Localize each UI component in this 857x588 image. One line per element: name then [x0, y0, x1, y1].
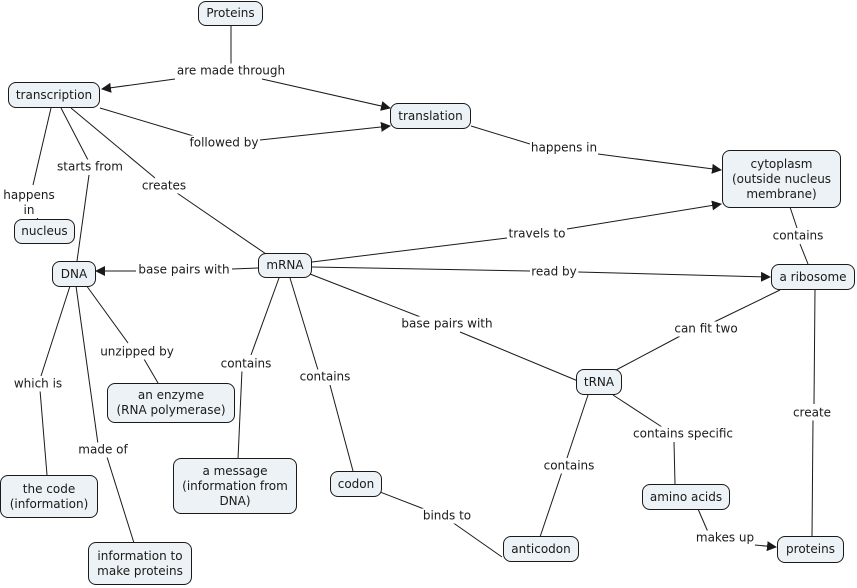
link-label-makes-up[interactable]: makes up	[694, 530, 756, 546]
link-label-contains-message[interactable]: contains	[219, 356, 273, 372]
edge-arrow	[566, 200, 722, 230]
link-label-starts-from[interactable]: starts from	[56, 159, 124, 175]
edge-arrow	[261, 78, 391, 111]
edge-line	[250, 277, 280, 356]
edge-line	[60, 107, 89, 161]
node-ribosome[interactable]: a ribosome	[771, 264, 855, 290]
edge-line	[40, 285, 71, 377]
node-anticodon[interactable]: anticodon	[503, 536, 579, 562]
edge-line	[106, 456, 135, 544]
node-dna[interactable]: DNA	[52, 261, 96, 287]
link-label-contains-specific[interactable]: contains specific	[632, 426, 734, 442]
link-label-can-fit-two[interactable]: can fit two	[673, 321, 739, 337]
node-trna[interactable]: tRNA	[576, 369, 622, 395]
edge-line	[612, 394, 663, 428]
edge-line	[70, 107, 156, 179]
node-mrna[interactable]: mRNA	[258, 253, 312, 278]
edge-line	[379, 491, 425, 510]
edge-line	[76, 174, 90, 262]
link-label-happens-in-nucleus[interactable]: happens in	[2, 188, 56, 218]
link-label-base-pairs-with-dna[interactable]: base pairs with	[137, 262, 231, 278]
node-codon[interactable]: codon	[330, 471, 382, 497]
link-label-unzipped-by[interactable]: unzipped by	[99, 344, 175, 360]
edge-line	[459, 331, 579, 382]
link-label-creates[interactable]: creates	[140, 178, 188, 194]
node-nucleus[interactable]: nucleus	[14, 219, 75, 244]
link-label-contains-ribosome[interactable]: contains	[771, 228, 825, 244]
edge-line	[176, 192, 267, 255]
node-transcription[interactable]: transcription	[8, 82, 100, 108]
edge-line	[811, 419, 814, 538]
edge-line	[813, 289, 816, 405]
link-label-create[interactable]: create	[791, 405, 833, 421]
edge-line	[451, 521, 503, 558]
edge-line	[231, 267, 259, 270]
link-label-happens-in-cytoplasm[interactable]: happens in	[529, 140, 599, 156]
edge-line	[311, 266, 531, 272]
edge-line	[789, 206, 798, 229]
link-label-followed-by[interactable]: followed by	[188, 135, 260, 151]
edge-line	[470, 125, 531, 145]
edge-arrow	[101, 78, 176, 93]
edge-arrow	[597, 153, 722, 174]
node-translation[interactable]: translation	[390, 103, 471, 129]
edge-line	[697, 508, 709, 533]
link-label-base-pairs-with-trna[interactable]: base pairs with	[400, 316, 494, 332]
node-enzyme[interactable]: an enzyme (RNA polymerase)	[107, 383, 235, 423]
edge-arrow	[577, 271, 771, 282]
edge-line	[75, 285, 99, 445]
node-proteins-top[interactable]: Proteins	[198, 1, 263, 26]
edge-line	[539, 471, 563, 538]
node-proteins-bottom[interactable]: proteins	[777, 536, 844, 563]
edge-line	[311, 237, 508, 263]
edge-line	[143, 358, 159, 384]
node-code[interactable]: the code (information)	[0, 475, 98, 518]
edge-line	[615, 333, 685, 371]
edge-line	[799, 243, 809, 265]
edge-arrow	[259, 121, 391, 141]
edge-line	[85, 284, 129, 344]
edge-line	[237, 369, 243, 460]
link-label-made-of[interactable]: made of	[77, 442, 129, 458]
edge-line	[566, 394, 589, 459]
link-label-binds-to[interactable]: binds to	[421, 508, 473, 524]
edge-line	[289, 277, 319, 371]
edge-line	[309, 273, 424, 319]
node-info[interactable]: information to make proteins	[88, 542, 192, 585]
link-label-travels-to[interactable]: travels to	[507, 226, 567, 242]
edge-line	[99, 107, 201, 139]
link-label-which-is[interactable]: which is	[12, 376, 64, 392]
node-cytoplasm[interactable]: cytoplasm (outside nucleus membrane)	[722, 150, 841, 208]
edge-line	[709, 289, 781, 325]
edge-line	[32, 107, 52, 186]
edge-line	[673, 441, 676, 485]
link-label-read-by[interactable]: read by	[530, 264, 578, 280]
link-label-are-made-through[interactable]: are made through	[175, 63, 287, 79]
edge-line	[39, 389, 48, 476]
edge-line	[329, 384, 354, 472]
node-amino-acids[interactable]: amino acids	[642, 484, 730, 510]
link-label-contains-anticodon[interactable]: contains	[542, 458, 596, 474]
node-message[interactable]: a message (information from DNA)	[173, 458, 297, 514]
link-label-contains-codon[interactable]: contains	[298, 369, 352, 385]
